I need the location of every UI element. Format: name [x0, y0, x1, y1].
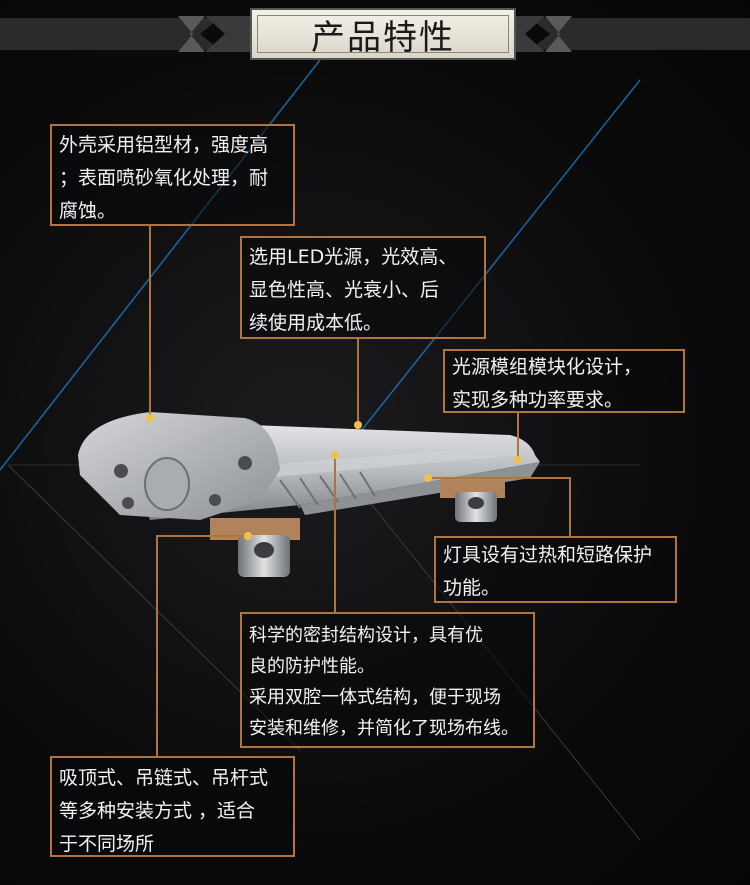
- callout-line: 实现多种功率要求。: [452, 389, 624, 411]
- callout-line: 等多种安装方式 ，适合: [59, 800, 256, 822]
- callout-line: 功能。: [443, 577, 501, 599]
- callout-line: 显色性高、光衰小、后: [249, 279, 440, 301]
- callout-sealing-structure: 科学的密封结构设计，具有优 良的防护性能。 采用双腔一体式结构，便于现场 安装和…: [240, 612, 535, 748]
- page-title: 产品特性: [311, 17, 455, 58]
- callout-line: 于不同场所: [59, 833, 155, 855]
- callout-line: 安装和维修，并简化了现场布线。: [249, 718, 519, 739]
- callout-line: 腐蚀。: [59, 200, 117, 222]
- callout-line: 光源模组模块化设计，: [452, 356, 643, 378]
- callout-protection: 灯具设有过热和短路保护 功能。: [434, 536, 677, 603]
- callout-line: 灯具设有过热和短路保护: [443, 544, 653, 566]
- callout-line: ；表面喷砂氧化处理，耐: [59, 167, 269, 189]
- callout-line: 续使用成本低。: [249, 312, 383, 334]
- header-ribbon: [0, 16, 750, 52]
- lamp-end-cap: [78, 412, 280, 520]
- callout-line: 选用LED光源，光效高、: [249, 246, 458, 268]
- callout-line: 良的防护性能。: [249, 656, 375, 677]
- callout-line: 外壳采用铝型材，强度高: [59, 134, 269, 156]
- callout-housing: 外壳采用铝型材，强度高 ；表面喷砂氧化处理，耐 腐蚀。: [50, 124, 295, 226]
- callout-module-design: 光源模组模块化设计， 实现多种功率要求。: [443, 349, 685, 413]
- callout-line: 吸顶式、吊链式、吊杆式: [59, 767, 269, 789]
- callout-line: 科学的密封结构设计，具有优: [249, 625, 483, 646]
- title-plate: 产品特性: [250, 8, 516, 60]
- callout-line: 采用双腔一体式结构，便于现场: [249, 687, 501, 708]
- title-plate-frame: [257, 15, 509, 53]
- lamp-mount-right: [440, 480, 505, 522]
- callout-led-source: 选用LED光源，光效高、 显色性高、光衰小、后 续使用成本低。: [240, 236, 486, 339]
- callout-mounting-options: 吸顶式、吊链式、吊杆式 等多种安装方式 ，适合 于不同场所: [50, 756, 295, 857]
- lamp-mount-left: [210, 518, 300, 577]
